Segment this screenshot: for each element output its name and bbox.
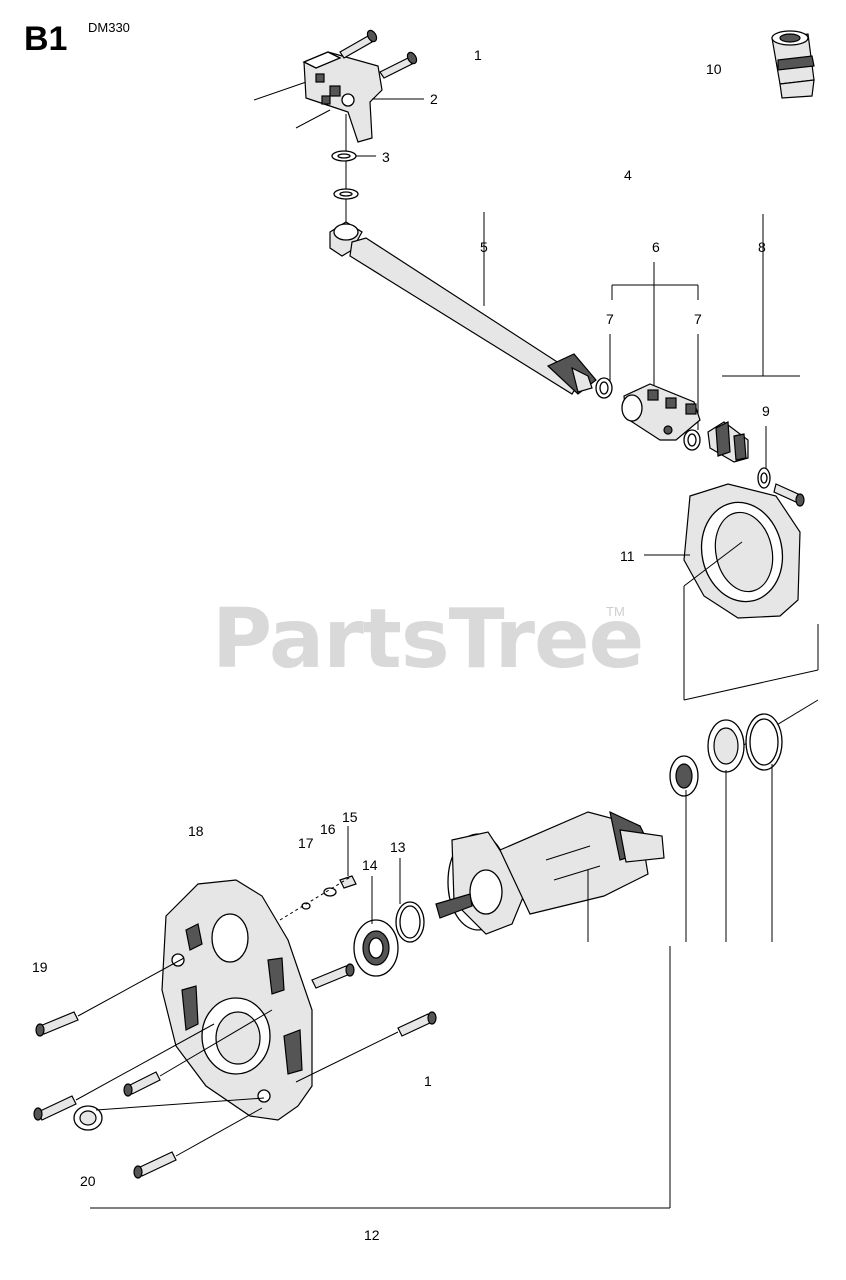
model-number: DM330	[88, 20, 130, 35]
callout-10[interactable]: 10	[706, 61, 722, 77]
callout-12[interactable]: 12	[364, 1227, 380, 1243]
o-ring-part-7b[interactable]	[683, 429, 701, 451]
callout-11[interactable]: 11	[620, 548, 635, 564]
o-ring-part-7a[interactable]	[595, 377, 613, 399]
callout-1-bottom[interactable]: 1	[424, 1073, 432, 1089]
armature-part-12[interactable]	[435, 810, 665, 935]
callout-5[interactable]: 5	[480, 239, 488, 255]
clamp-part-2[interactable]	[253, 51, 383, 143]
screw-part-1-bottom-d[interactable]	[133, 1151, 177, 1179]
callout-7b[interactable]: 7	[694, 311, 702, 327]
callout-8[interactable]: 8	[758, 239, 766, 255]
coupling-part-6[interactable]	[621, 383, 701, 441]
callout-2[interactable]: 2	[430, 91, 438, 107]
screw-part-9[interactable]	[773, 483, 805, 507]
screw-part-19[interactable]	[35, 1011, 79, 1037]
washer-part-9[interactable]	[757, 467, 771, 489]
callout-15[interactable]: 15	[342, 809, 358, 825]
screw-part-1-top-a[interactable]	[339, 29, 378, 59]
nipple-part-8[interactable]	[707, 421, 749, 463]
flange-plate-part-11[interactable]	[683, 483, 801, 619]
tube-part-5[interactable]	[329, 221, 597, 395]
o-ring-part-13[interactable]	[395, 901, 425, 943]
callout-17[interactable]: 17	[298, 835, 314, 851]
watermark: PartsTree	[212, 592, 644, 687]
screw-part-1-bottom-b[interactable]	[123, 1071, 161, 1097]
watermark-trademark: TM	[606, 604, 625, 619]
callout-7a[interactable]: 7	[606, 311, 614, 327]
callout-3[interactable]: 3	[382, 149, 390, 165]
callout-6[interactable]: 6	[652, 239, 660, 255]
plug-part-20[interactable]	[73, 1105, 103, 1131]
screw-part-1-top-b[interactable]	[379, 51, 418, 79]
callout-9[interactable]: 9	[762, 403, 770, 419]
callout-13[interactable]: 13	[390, 839, 406, 855]
callout-20[interactable]: 20	[80, 1173, 96, 1189]
screw-part-1-bottom-a[interactable]	[33, 1095, 77, 1121]
callout-18[interactable]: 18	[188, 823, 204, 839]
bearing-part-12a[interactable]	[669, 755, 699, 797]
screw-part-1-bottom-e[interactable]	[397, 1011, 437, 1037]
bearing-part-14[interactable]	[353, 919, 399, 977]
screw-part-1-bottom-c[interactable]	[311, 963, 355, 989]
callout-1-top[interactable]: 1	[474, 47, 482, 63]
washer-part-16[interactable]	[323, 887, 337, 897]
washer-part-3[interactable]	[331, 150, 359, 200]
housing-part-18[interactable]	[161, 879, 313, 1121]
section-code: B1	[24, 20, 68, 58]
callout-14[interactable]: 14	[362, 857, 378, 873]
callout-16[interactable]: 16	[320, 821, 336, 837]
o-ring-part-12c[interactable]	[745, 713, 783, 771]
screw-part-15[interactable]	[339, 875, 357, 889]
callout-19[interactable]: 19	[32, 959, 48, 975]
callout-4[interactable]: 4	[624, 167, 632, 183]
ring-part-12b[interactable]	[707, 719, 745, 773]
connector-part-10[interactable]	[771, 30, 815, 99]
